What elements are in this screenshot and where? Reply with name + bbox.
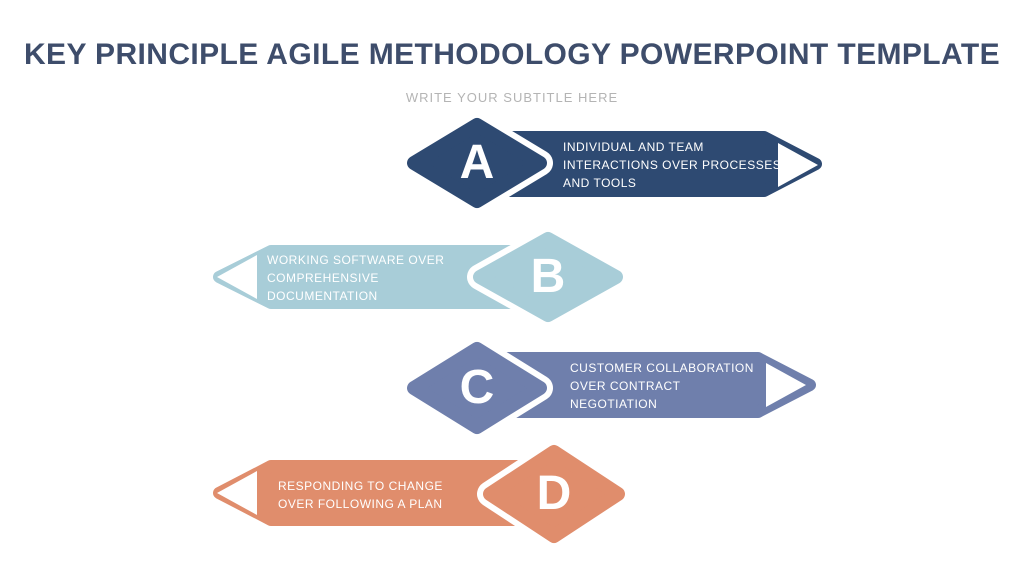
item-description-line: INTERACTIONS OVER PROCESSES [563, 158, 782, 172]
item-description: RESPONDING TO CHANGE OVER FOLLOWING A PL… [278, 477, 473, 513]
item-description-line: CUSTOMER COLLABORATION [570, 361, 754, 375]
item-description: CUSTOMER COLLABORATION OVER CONTRACT NEG… [570, 359, 785, 413]
diamond-badge [473, 232, 623, 322]
principle-item-d-graphic [213, 442, 631, 549]
principle-item-a-graphic [401, 112, 822, 214]
principle-item-c-graphic [401, 336, 816, 440]
item-description-line: DOCUMENTATION [267, 289, 378, 303]
diamond-badge [407, 342, 547, 434]
item-description-line: RESPONDING TO CHANGE [278, 479, 443, 493]
item-description-line: COMPREHENSIVE [267, 271, 379, 285]
item-description-line: OVER FOLLOWING A PLAN [278, 497, 443, 511]
left-arrow-icon [217, 471, 257, 515]
item-letter: B [530, 250, 566, 303]
item-description-line: NEGOTIATION [570, 397, 658, 411]
slide-title: KEY PRINCIPLE AGILE METHODOLOGY POWERPOI… [23, 38, 1001, 71]
item-letter: A [459, 136, 495, 189]
right-arrow-icon [766, 363, 806, 407]
diamond-badge [407, 118, 547, 208]
left-arrow-icon [217, 255, 257, 299]
diamond-badge [483, 445, 625, 543]
item-description-line: INDIVIDUAL AND TEAM [563, 140, 704, 154]
item-description: WORKING SOFTWARE OVER COMPREHENSIVE DOCU… [267, 251, 457, 305]
slide-subtitle: WRITE YOUR SUBTITLE HERE [405, 90, 619, 105]
item-description-line: WORKING SOFTWARE OVER [267, 253, 445, 267]
item-letter: D [536, 467, 572, 520]
right-arrow-icon [778, 143, 818, 187]
item-description-line: OVER CONTRACT [570, 379, 681, 393]
principle-item-b-graphic [213, 226, 629, 328]
item-description-line: AND TOOLS [563, 176, 637, 190]
item-description: INDIVIDUAL AND TEAM INTERACTIONS OVER PR… [563, 138, 782, 192]
item-letter: C [459, 361, 495, 414]
